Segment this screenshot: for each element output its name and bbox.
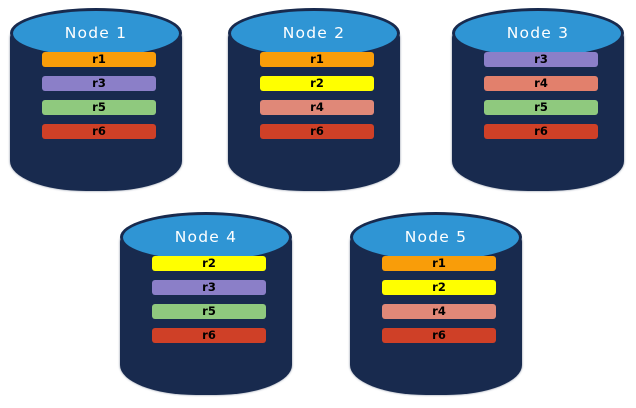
replica-r1[interactable]: r1 — [260, 52, 374, 67]
replica-r6[interactable]: r6 — [484, 124, 598, 139]
replica-r6[interactable]: r6 — [42, 124, 156, 139]
replica-r3[interactable]: r3 — [152, 280, 266, 295]
replica-list: r1 r2 r4 r6 — [260, 52, 374, 139]
replica-r1[interactable]: r1 — [382, 256, 496, 271]
replica-r6[interactable]: r6 — [152, 328, 266, 343]
replica-r4[interactable]: r4 — [484, 76, 598, 91]
cylinder-top-ellipse — [123, 215, 289, 260]
replica-r4[interactable]: r4 — [260, 100, 374, 115]
cylinder-top-ellipse — [455, 11, 621, 56]
replica-list: r2 r3 r5 r6 — [152, 256, 266, 343]
replica-r5[interactable]: r5 — [42, 100, 156, 115]
replica-r4[interactable]: r4 — [382, 304, 496, 319]
cylinder-top-ellipse — [353, 215, 519, 260]
replica-r6[interactable]: r6 — [382, 328, 496, 343]
cylinder-top-ellipse — [231, 11, 397, 56]
replica-r2[interactable]: r2 — [152, 256, 266, 271]
cylinder-top-ellipse — [13, 11, 179, 56]
replica-r6[interactable]: r6 — [260, 124, 374, 139]
replica-r2[interactable]: r2 — [382, 280, 496, 295]
replica-r3[interactable]: r3 — [42, 76, 156, 91]
replica-r2[interactable]: r2 — [260, 76, 374, 91]
replica-r1[interactable]: r1 — [42, 52, 156, 67]
replica-r5[interactable]: r5 — [484, 100, 598, 115]
replica-list: r1 r3 r5 r6 — [42, 52, 156, 139]
replica-r5[interactable]: r5 — [152, 304, 266, 319]
replica-list: r3 r4 r5 r6 — [484, 52, 598, 139]
replica-r3[interactable]: r3 — [484, 52, 598, 67]
replica-list: r1 r2 r4 r6 — [382, 256, 496, 343]
